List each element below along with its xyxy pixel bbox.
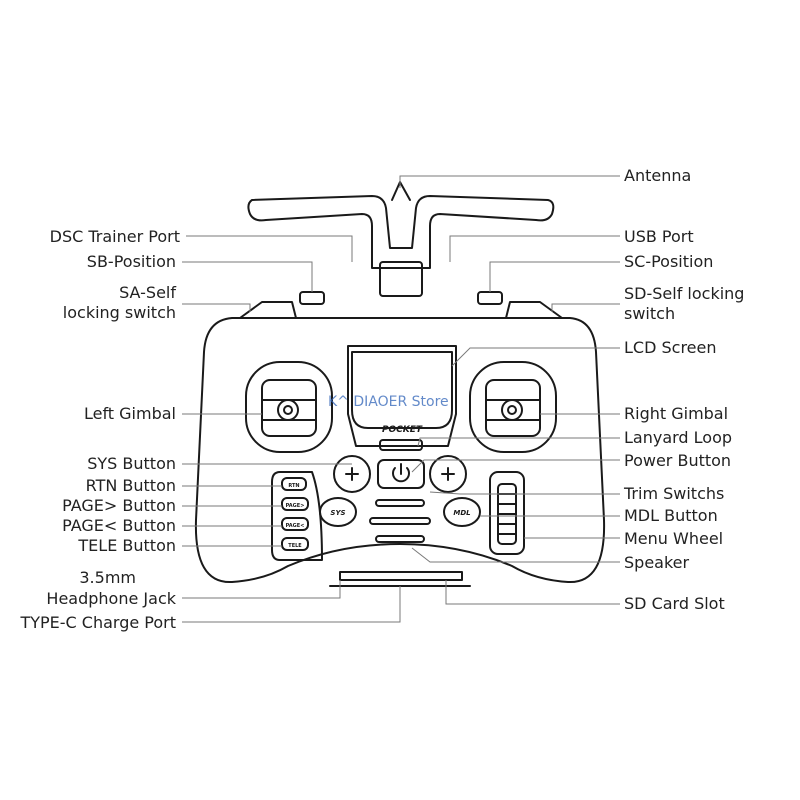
label-sc-position: SC-Position <box>624 252 714 271</box>
label-sa-self-2: locking switch <box>62 303 176 322</box>
label-typec: TYPE-C Charge Port <box>20 613 176 632</box>
left-button-panel <box>271 471 323 561</box>
lcd-screen <box>351 351 453 429</box>
mdl-mark: MDL <box>453 509 470 517</box>
label-page-next: PAGE> Button <box>62 496 176 515</box>
brand-mark: POCKET <box>382 425 423 435</box>
label-sd-self-1: SD-Self locking <box>624 284 745 303</box>
label-rtn-button: RTN Button <box>85 476 176 495</box>
label-mdl-button: MDL Button <box>624 506 718 525</box>
label-headphone-1: 3.5mm <box>79 568 136 587</box>
label-left-gimbal: Left Gimbal <box>83 404 176 423</box>
label-lanyard-loop: Lanyard Loop <box>624 428 733 447</box>
menu-wheel <box>489 471 525 555</box>
antenna <box>247 195 555 269</box>
sd-card-slot <box>339 571 463 581</box>
label-right-gimbal: Right Gimbal <box>624 404 729 423</box>
right-trim <box>429 455 467 493</box>
controller-body <box>194 317 606 584</box>
leader-lines <box>182 175 620 623</box>
left-gimbal <box>245 361 333 453</box>
label-headphone-2: Headphone Jack <box>46 589 176 608</box>
sys-mark: SYS <box>330 509 345 517</box>
watermark: K^ DIAOER Store <box>328 394 449 410</box>
label-trim-switchs: Trim Switchs <box>624 484 725 503</box>
label-sys-button: SYS Button <box>87 454 176 473</box>
label-sa-self-1: SA-Self <box>119 283 176 302</box>
label-menu-wheel: Menu Wheel <box>624 529 724 548</box>
mdl-button <box>443 497 481 527</box>
sd-switch <box>505 301 563 319</box>
page-next-mark: PAGE> <box>286 503 305 509</box>
sc-switch <box>477 291 503 305</box>
page-prev-mark: PAGE< <box>286 523 305 529</box>
power-button <box>377 459 425 489</box>
right-gimbal <box>469 361 557 453</box>
label-sd-card-slot: SD Card Slot <box>624 594 725 613</box>
sa-switch <box>239 301 297 319</box>
label-speaker: Speaker <box>624 553 690 572</box>
label-usb-port: USB Port <box>624 227 694 246</box>
label-tele-button: TELE Button <box>78 536 176 555</box>
tele-mark: TELE <box>288 543 302 549</box>
label-sd-self-2: switch <box>624 304 676 323</box>
label-antenna: Antenna <box>624 166 692 185</box>
label-dsc-trainer-port: DSC Trainer Port <box>49 227 180 246</box>
label-page-prev: PAGE< Button <box>62 516 176 535</box>
label-power-button: Power Button <box>624 451 732 470</box>
label-lcd-screen: LCD Screen <box>624 338 717 357</box>
label-sb-position: SB-Position <box>86 252 176 271</box>
speaker-grille <box>369 499 431 543</box>
rtn-mark: RTN <box>288 483 299 489</box>
sb-switch <box>299 291 325 305</box>
left-trim <box>333 455 371 493</box>
lanyard-loop <box>379 439 423 451</box>
